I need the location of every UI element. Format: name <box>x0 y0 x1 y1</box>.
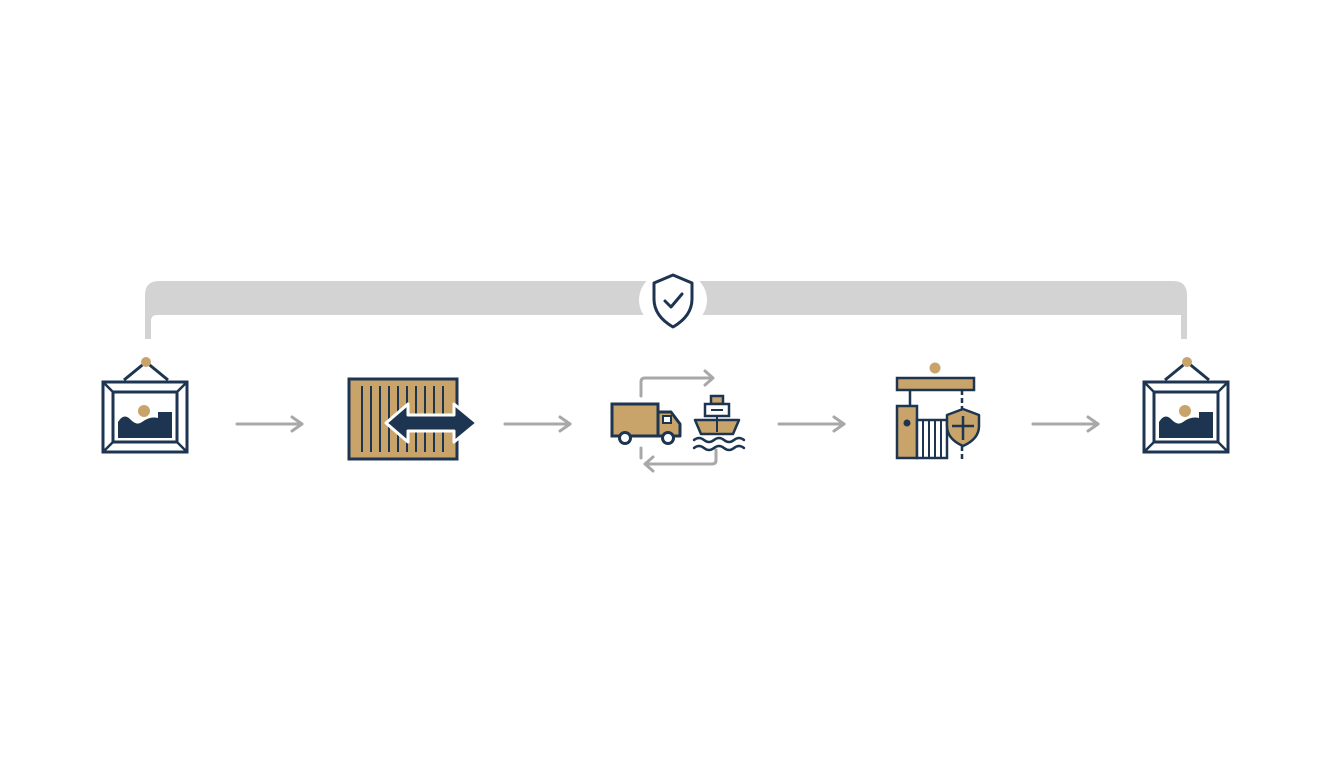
truck-ship-transport-icon <box>608 366 750 478</box>
customs-gate-icon <box>892 360 988 464</box>
arrow-right-icon <box>234 415 306 433</box>
framed-artwork-icon <box>1141 356 1233 456</box>
arrow-right-icon <box>1030 415 1102 433</box>
framed-artwork-icon <box>100 356 192 456</box>
crate-exchange-icon <box>346 376 482 464</box>
arrow-right-icon <box>502 415 574 433</box>
shield-check-icon <box>637 268 709 332</box>
arrow-right-icon <box>776 415 848 433</box>
